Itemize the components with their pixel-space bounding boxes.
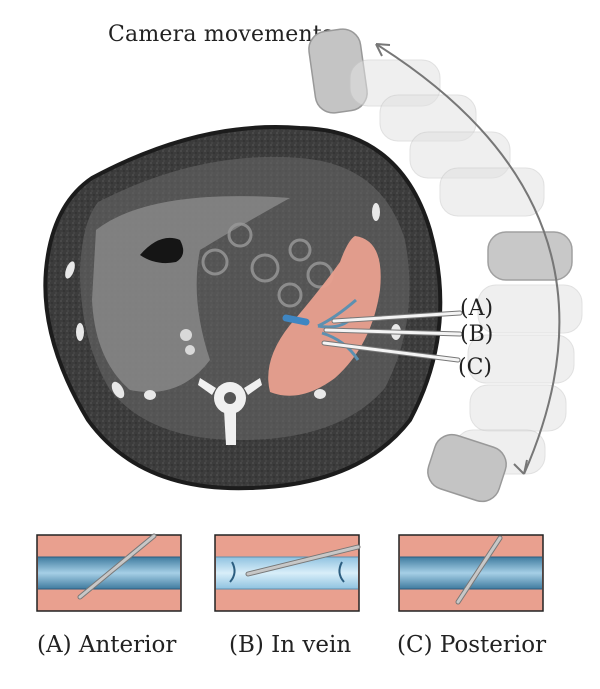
callout-a: (A) (460, 296, 493, 321)
inset-posterior (399, 535, 543, 611)
inset-caption-posterior: (C) Posterior (397, 632, 546, 658)
callout-c: (C) (458, 355, 492, 380)
vein-probe-marker (286, 318, 306, 322)
camera-ghost-4 (440, 168, 544, 216)
camera-ghost-5 (478, 285, 582, 333)
ct-scan-slice (45, 127, 440, 488)
camera-position-middle (488, 232, 572, 280)
inset-caption-in-vein: (B) In vein (229, 632, 351, 658)
inset-caption-anterior: (A) Anterior (37, 632, 176, 658)
inset-anterior (37, 535, 181, 611)
inset-in-vein (215, 535, 359, 611)
callout-b: (B) (460, 322, 493, 347)
